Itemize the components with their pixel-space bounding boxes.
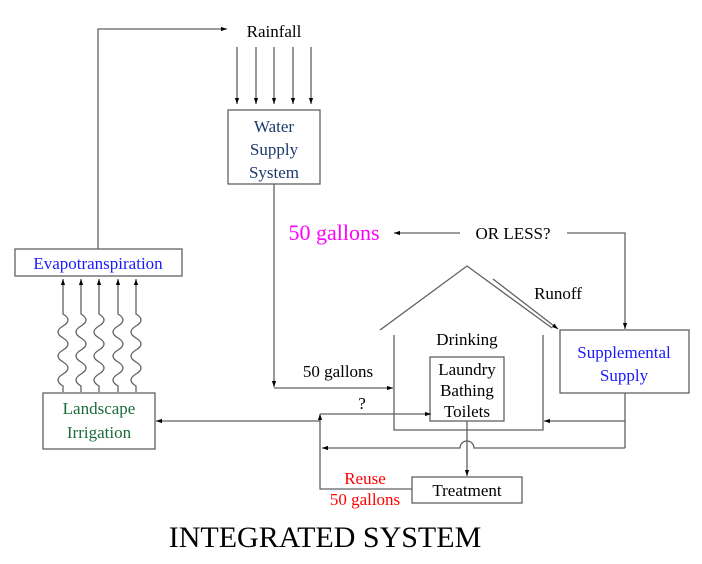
- fifty-gallons-inflow-label: 50 gallons: [303, 362, 373, 381]
- runoff-arrow: [492, 278, 559, 330]
- evapotranspiration-label: Evapotranspiration: [33, 254, 163, 273]
- supplemental-label-line2: Supply: [600, 366, 649, 385]
- treatment-label: Treatment: [432, 481, 502, 500]
- evapotranspiration-wave-arrow: [57, 279, 69, 392]
- diagram-title: INTEGRATED SYSTEM: [169, 521, 482, 554]
- rainfall-label: Rainfall: [247, 22, 302, 41]
- fifty-gallons-highlight: 50 gallons: [288, 220, 379, 245]
- evap-to-rainfall-connector: [97, 26, 227, 249]
- drinking-label: Drinking: [436, 330, 498, 349]
- reuse-return-connector: [317, 414, 412, 490]
- water-supply-label-line2: Supply: [250, 140, 299, 159]
- runoff-label: Runoff: [534, 284, 582, 303]
- or-less-label: OR LESS?: [475, 224, 550, 243]
- house-roof: [379, 265, 553, 331]
- reuse-amount-label: 50 gallons: [330, 490, 400, 509]
- water-supply-label-line3: System: [249, 163, 299, 182]
- toilets-label: Toilets: [444, 402, 490, 421]
- reuse-label: Reuse: [344, 469, 386, 488]
- landscape-label-line2: Irrigation: [67, 423, 132, 442]
- evapotranspiration-wave-arrow: [130, 279, 142, 392]
- evapotranspiration-wave-arrow: [75, 279, 87, 392]
- house-outline: [393, 335, 544, 431]
- evapotranspiration-wave-arrow: [112, 279, 124, 392]
- landscape-irrigation-box: [42, 392, 156, 450]
- water-supply-label-line1: Water: [254, 117, 294, 136]
- evapotranspiration-box: [14, 248, 183, 277]
- supplemental-bypass-arrow: [322, 440, 625, 451]
- or-less-to-supplemental-arrow: [567, 232, 628, 329]
- treatment-box: [411, 476, 523, 504]
- evapotranspiration-wave-arrow: [93, 279, 105, 392]
- landscape-label-line1: Landscape: [63, 399, 136, 418]
- bathing-label: Bathing: [440, 381, 494, 400]
- laundry-label: Laundry: [438, 360, 496, 379]
- supplemental-label-line1: Supplemental: [577, 343, 671, 362]
- question-label: ?: [358, 394, 366, 413]
